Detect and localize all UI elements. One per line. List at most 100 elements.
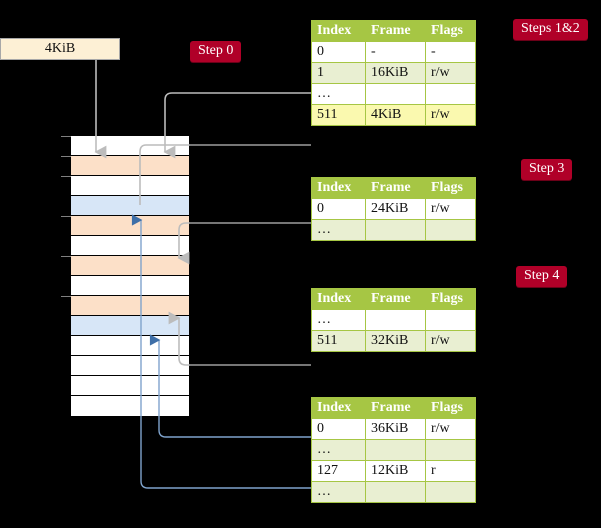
wire-l1-b: [140, 415, 311, 489]
column-header-flags: Flags: [425, 177, 476, 199]
memory-row: [71, 396, 189, 416]
table-cell-index: …: [311, 439, 366, 461]
table-cell-flags: r/w: [425, 198, 476, 220]
memory-row: [71, 196, 189, 216]
memory-row-tick: [61, 136, 71, 137]
table-cell-flags: r/w: [425, 330, 476, 352]
memory-row-tick: [61, 256, 71, 257]
memory-row: [61, 136, 189, 156]
memory-row: [71, 336, 189, 356]
column-header-index: Index: [311, 177, 366, 199]
column-header-frame: Frame: [365, 397, 426, 419]
source-frame-label: 4KiB: [44, 41, 76, 56]
table-cell-frame: 32KiB: [365, 330, 426, 352]
table-cell-index: …: [311, 219, 366, 241]
memory-row: [61, 256, 189, 276]
table-cell-frame: [365, 309, 426, 331]
physical-memory-column: [61, 135, 190, 416]
table-cell-flags: r/w: [425, 418, 476, 440]
column-header-frame: Frame: [365, 177, 426, 199]
table-row[interactable]: …: [311, 309, 476, 331]
column-header-index: Index: [311, 397, 366, 419]
memory-row: [61, 296, 189, 316]
column-header-flags: Flags: [425, 288, 476, 310]
table-cell-index: 0: [311, 418, 366, 440]
memory-row-tick: [61, 156, 71, 157]
table-row[interactable]: …: [311, 439, 476, 461]
column-header-flags: Flags: [425, 397, 476, 419]
memory-row: [61, 176, 189, 196]
memory-row: [71, 236, 189, 256]
table-cell-index: …: [311, 481, 366, 503]
table-cell-frame: [365, 83, 426, 105]
memory-row-tick: [61, 296, 71, 297]
table-cell-flags: [425, 219, 476, 241]
table-cell-frame: 36KiB: [365, 418, 426, 440]
memory-row: [71, 276, 189, 296]
column-header-frame: Frame: [365, 20, 426, 42]
column-header-index: Index: [311, 288, 366, 310]
wire-l1-a: [158, 415, 311, 438]
table-row[interactable]: …: [311, 481, 476, 503]
badge-step-0-label: Step 0: [198, 43, 234, 58]
badge-step-4-label: Step 4: [524, 268, 560, 283]
table-cell-frame: 12KiB: [365, 460, 426, 482]
table-cell-index: 127: [311, 460, 366, 482]
table-cell-index: 511: [311, 330, 366, 352]
table-cell-flags: r: [425, 460, 476, 482]
table-cell-flags: [425, 481, 476, 503]
badge-step-3: Step 3: [521, 159, 573, 180]
column-header-frame: Frame: [365, 288, 426, 310]
table-cell-flags: [425, 439, 476, 461]
table-cell-frame: 16KiB: [365, 62, 426, 84]
table-row[interactable]: 0--: [311, 41, 476, 63]
table-cell-frame: 4KiB: [365, 104, 426, 126]
table-cell-flags: -: [425, 41, 476, 63]
table-cell-frame: [365, 481, 426, 503]
table-cell-frame: [365, 439, 426, 461]
source-frame-box: 4KiB: [0, 38, 120, 60]
table-cell-flags: r/w: [425, 62, 476, 84]
table-cell-flags: [425, 83, 476, 105]
memory-row: [61, 156, 189, 176]
table-cell-index: 0: [311, 198, 366, 220]
table-cell-flags: r/w: [425, 104, 476, 126]
memory-row: [71, 376, 189, 396]
badge-steps-1-2: Steps 1&2: [513, 19, 588, 40]
memory-row: [61, 216, 189, 236]
table-cell-index: 511: [311, 104, 366, 126]
memory-row: [71, 356, 189, 376]
table-cell-index: 1: [311, 62, 366, 84]
badge-step-0: Step 0: [190, 41, 242, 62]
table-cell-frame: [365, 219, 426, 241]
table-cell-frame: 24KiB: [365, 198, 426, 220]
memory-row-tick: [61, 176, 71, 177]
table-row[interactable]: …: [311, 83, 476, 105]
badge-steps-1-2-label: Steps 1&2: [521, 21, 580, 36]
column-header-flags: Flags: [425, 20, 476, 42]
table-row[interactable]: …: [311, 219, 476, 241]
memory-row-tick: [61, 216, 71, 217]
table-cell-index: …: [311, 83, 366, 105]
table-cell-index: 0: [311, 41, 366, 63]
badge-step-3-label: Step 3: [529, 161, 565, 176]
memory-row: [71, 316, 189, 336]
column-header-index: Index: [311, 20, 366, 42]
table-cell-frame: -: [365, 41, 426, 63]
table-cell-flags: [425, 309, 476, 331]
table-cell-index: …: [311, 309, 366, 331]
